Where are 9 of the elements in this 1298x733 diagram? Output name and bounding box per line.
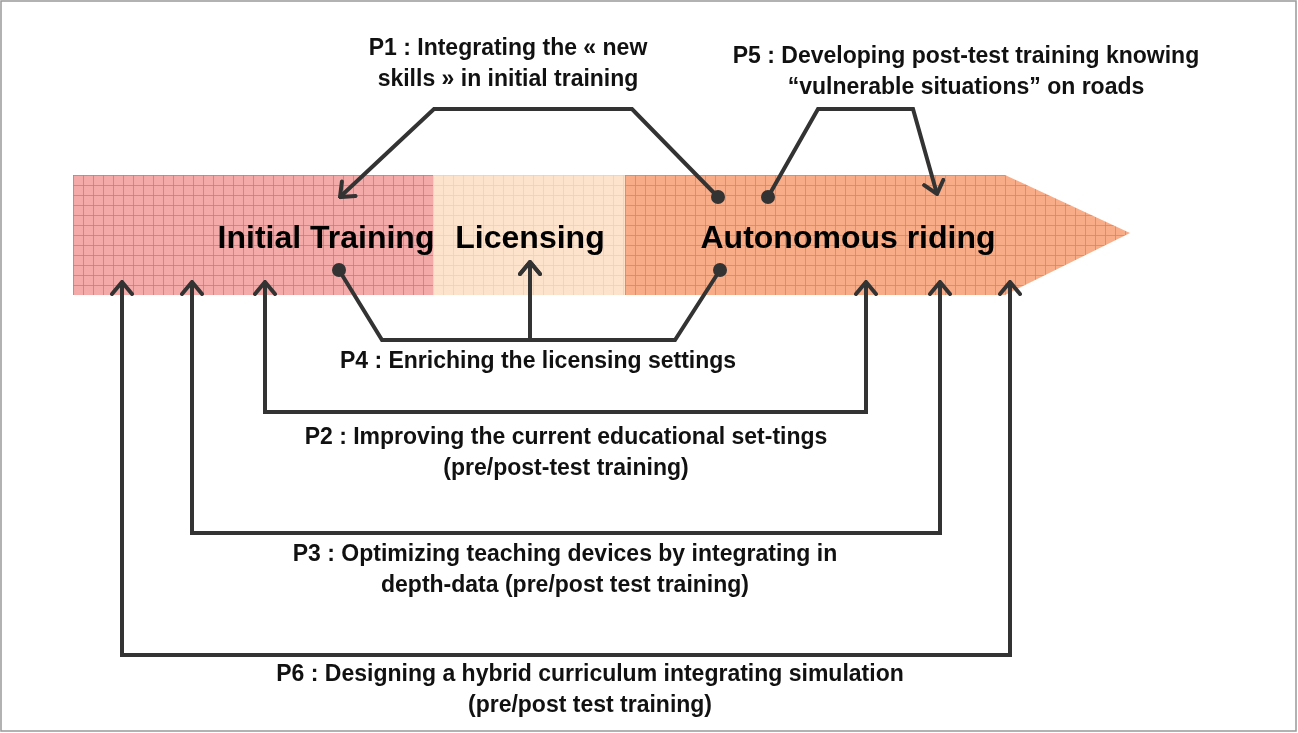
connector-arrow	[338, 107, 725, 204]
connector-arrow	[253, 280, 878, 414]
connector-arrow	[110, 280, 1022, 657]
connector-arrow	[518, 260, 727, 342]
loop-arrow	[761, 107, 946, 204]
stage-label: Initial Training	[217, 218, 435, 256]
connector-arrow	[180, 280, 952, 535]
stage-label: Autonomous riding	[700, 218, 996, 256]
stage-label: Licensing	[455, 218, 605, 256]
